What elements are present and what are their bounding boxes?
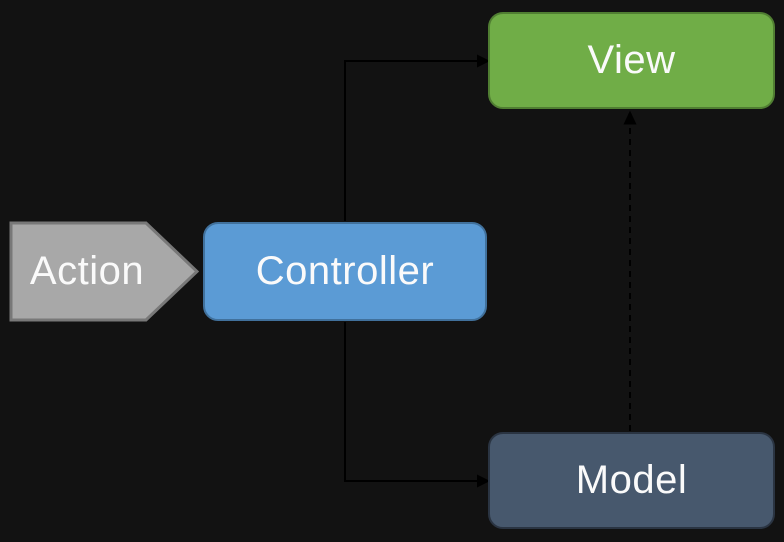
node-view-label: View xyxy=(587,38,676,82)
arrowhead-model-to-view xyxy=(623,110,637,125)
node-controller: Controller xyxy=(203,222,487,321)
connector-controller-to-view xyxy=(344,60,479,221)
connector-controller-to-model xyxy=(344,322,479,482)
node-view: View xyxy=(488,12,775,109)
action-pentagon-shape xyxy=(9,221,199,322)
node-action-label: Action xyxy=(29,249,145,293)
node-action: Action xyxy=(9,221,199,322)
node-controller-label: Controller xyxy=(255,249,435,293)
node-model: Model xyxy=(488,432,775,529)
node-model-label: Model xyxy=(575,458,688,502)
